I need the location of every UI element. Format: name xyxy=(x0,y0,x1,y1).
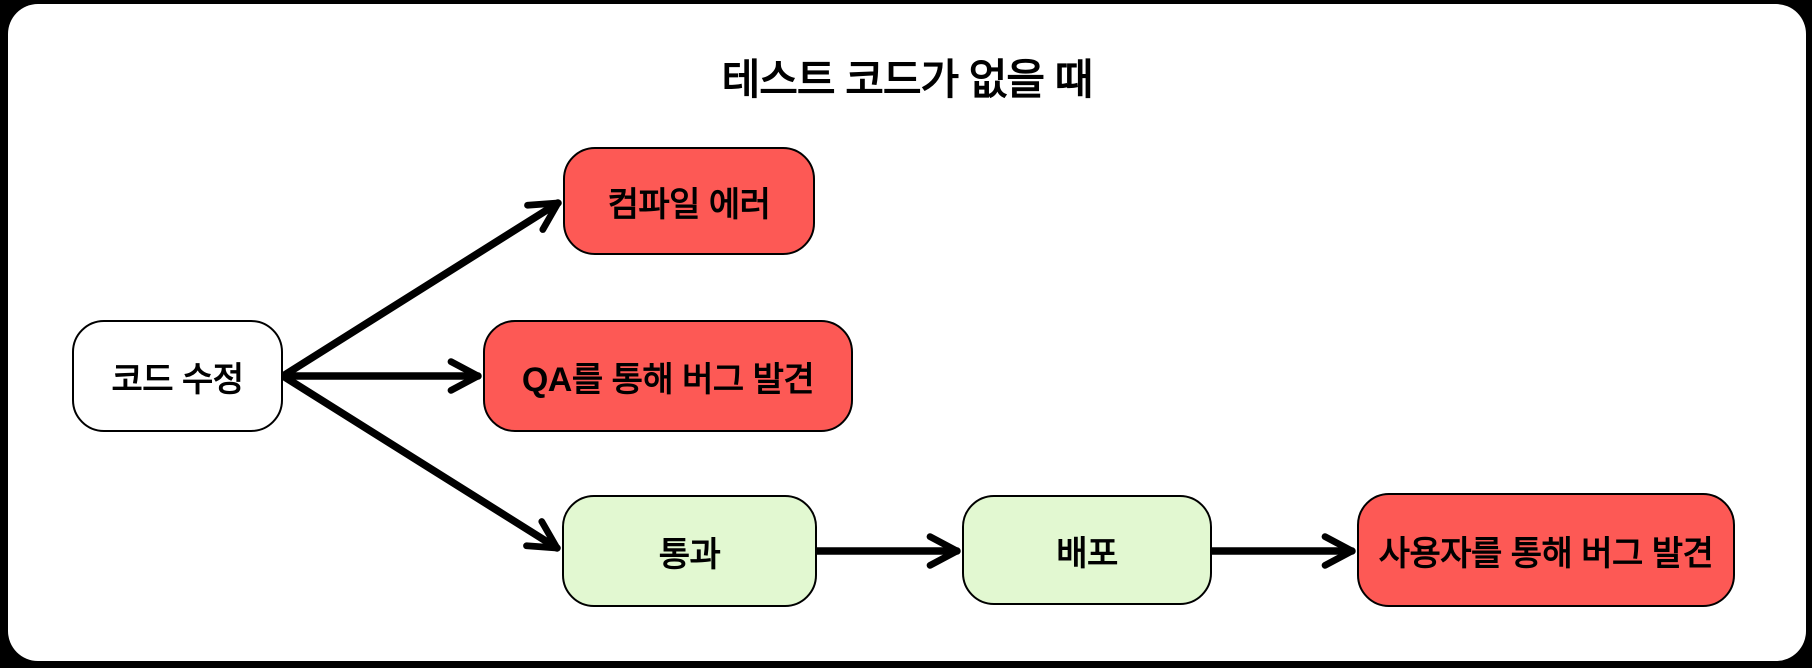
node-deploy-label: 배포 xyxy=(1056,534,1118,573)
node-pass: 통과 xyxy=(562,495,817,607)
node-compile-error: 컴파일 에러 xyxy=(563,147,815,255)
node-code-edit-label: 코드 수정 xyxy=(111,360,244,399)
node-user-bug-found-label: 사용자를 통해 버그 발견 xyxy=(1378,534,1714,573)
node-pass-label: 통과 xyxy=(658,535,721,574)
node-deploy: 배포 xyxy=(962,495,1212,605)
node-qa-bug-found-label: QA를 통해 버그 발견 xyxy=(521,360,815,399)
node-user-bug-found: 사용자를 통해 버그 발견 xyxy=(1357,493,1735,607)
node-compile-error-label: 컴파일 에러 xyxy=(607,185,771,224)
node-code-edit: 코드 수정 xyxy=(72,320,283,432)
diagram-title: 테스트 코드가 없을 때 xyxy=(721,56,1094,103)
diagram-canvas: 테스트 코드가 없을 때 코드 수정 컴파일 에러 QA를 통해 버그 발견 xyxy=(8,4,1806,661)
node-qa-bug-found: QA를 통해 버그 발견 xyxy=(483,320,853,432)
